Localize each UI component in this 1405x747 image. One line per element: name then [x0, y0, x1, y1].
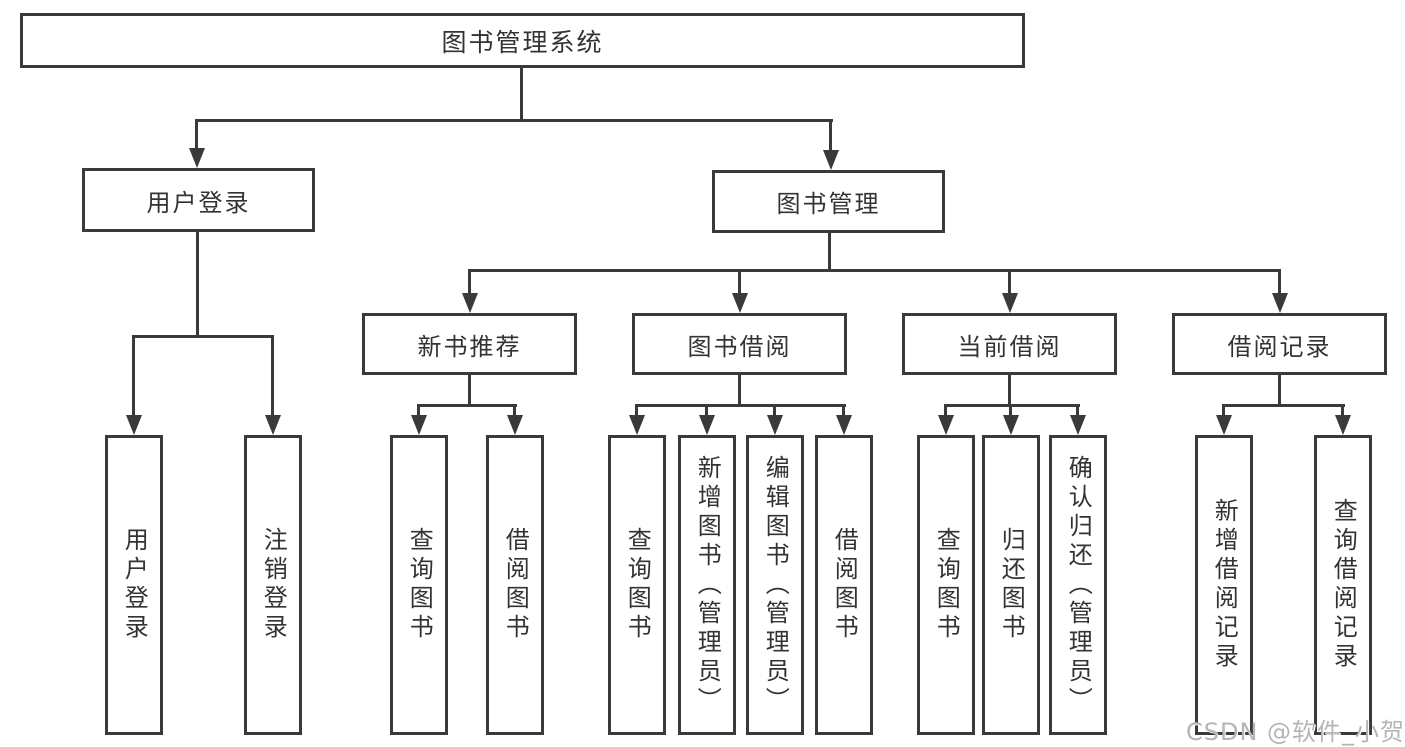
connector-line	[196, 119, 833, 122]
arrowhead-icon	[1335, 415, 1351, 435]
node-label: 查询图书	[405, 527, 434, 643]
arrowhead-icon	[1003, 415, 1019, 435]
node-book-management: 图书管理	[712, 170, 945, 233]
arrowhead-icon	[767, 415, 783, 435]
leaf-add-borrow-record: 新增借阅记录	[1195, 435, 1253, 735]
arrowhead-icon	[1272, 293, 1288, 313]
connector-line	[468, 375, 471, 407]
node-label: 查询图书	[623, 527, 652, 643]
arrowhead-icon	[1216, 415, 1232, 435]
connector-line	[1278, 375, 1281, 407]
node-label: 注销登录	[259, 527, 288, 643]
leaf-add-book-admin: 新增图书（管理员）	[678, 435, 736, 735]
arrowhead-icon	[938, 415, 954, 435]
node-label: 确认归还（管理员）	[1064, 454, 1093, 716]
connector-line	[773, 404, 776, 417]
connector-line	[195, 119, 198, 150]
leaf-query-borrow-record: 查询借阅记录	[1314, 435, 1372, 735]
connector-line	[705, 404, 708, 417]
node-label: 新增借阅记录	[1210, 498, 1239, 672]
connector-line	[520, 68, 523, 120]
connector-line	[417, 404, 420, 417]
node-current-borrow: 当前借阅	[902, 313, 1117, 375]
arrowhead-icon	[1002, 293, 1018, 313]
node-label: 归还图书	[997, 527, 1026, 643]
connector-line	[738, 269, 741, 295]
arrowhead-icon	[836, 415, 852, 435]
leaf-query-book-borrow: 查询图书	[608, 435, 666, 735]
node-label: 图书管理系统	[441, 27, 604, 57]
leaf-borrow-book: 借阅图书	[815, 435, 873, 735]
arrowhead-icon	[507, 415, 523, 435]
arrowhead-icon	[1070, 415, 1086, 435]
connector-line	[1008, 375, 1011, 407]
node-label: 用户登录	[146, 188, 251, 217]
connector-line	[1222, 404, 1225, 417]
connector-line	[944, 404, 1080, 407]
connector-line	[196, 232, 199, 337]
connector-line	[132, 335, 135, 417]
arrowhead-icon	[823, 150, 839, 170]
node-label: 查询图书	[932, 527, 961, 643]
leaf-confirm-return-admin: 确认归还（管理员）	[1049, 435, 1107, 735]
leaf-user-login: 用户登录	[105, 435, 163, 735]
node-label: 查询借阅记录	[1329, 498, 1358, 672]
connector-line	[635, 404, 846, 407]
connector-line	[468, 269, 1281, 272]
node-new-book-recommend: 新书推荐	[362, 313, 577, 375]
csdn-watermark: CSDN @软件_小贺同学	[1186, 718, 1405, 746]
node-label: 编辑图书（管理员）	[761, 454, 790, 716]
connector-line	[271, 335, 274, 417]
node-root-system: 图书管理系统	[20, 13, 1025, 68]
connector-line	[1341, 404, 1344, 417]
leaf-logout: 注销登录	[244, 435, 302, 735]
arrowhead-icon	[732, 293, 748, 313]
connector-line	[1076, 404, 1079, 417]
connector-line	[828, 233, 831, 271]
connector-line	[738, 375, 741, 407]
arrowhead-icon	[265, 415, 281, 435]
node-label: 图书管理	[776, 190, 881, 218]
connector-line	[842, 404, 845, 417]
connector-line	[944, 404, 947, 417]
arrowhead-icon	[462, 293, 478, 313]
connector-line	[635, 404, 638, 417]
leaf-borrow-book-recommend: 借阅图书	[486, 435, 544, 735]
node-label: 借阅图书	[501, 527, 530, 643]
node-user-login: 用户登录	[82, 168, 315, 232]
node-borrow-record: 借阅记录	[1172, 313, 1387, 375]
connector-line	[468, 269, 471, 295]
node-label: 用户登录	[120, 527, 149, 643]
leaf-return-book: 归还图书	[982, 435, 1040, 735]
connector-line	[417, 404, 517, 407]
arrowhead-icon	[411, 415, 427, 435]
node-label: 图书借阅	[687, 332, 792, 361]
node-label: 新书推荐	[417, 332, 522, 361]
arrowhead-icon	[629, 415, 645, 435]
connector-line	[1222, 404, 1345, 407]
arrowhead-icon	[126, 415, 142, 435]
node-label: 新增图书（管理员）	[693, 454, 722, 716]
node-label: 借阅记录	[1227, 332, 1332, 361]
arrowhead-icon	[699, 415, 715, 435]
connector-line	[1278, 269, 1281, 295]
connector-line	[1008, 269, 1011, 295]
leaf-edit-book-admin: 编辑图书（管理员）	[746, 435, 804, 735]
connector-line	[513, 404, 516, 417]
arrowhead-icon	[189, 148, 205, 168]
node-book-borrow: 图书借阅	[632, 313, 847, 375]
connector-line	[132, 335, 274, 338]
node-label: 借阅图书	[830, 527, 859, 643]
leaf-query-book-recommend: 查询图书	[390, 435, 448, 735]
node-label: 当前借阅	[957, 332, 1062, 361]
connector-line	[1009, 404, 1012, 417]
connector-line	[829, 119, 832, 152]
leaf-query-book-current: 查询图书	[917, 435, 975, 735]
